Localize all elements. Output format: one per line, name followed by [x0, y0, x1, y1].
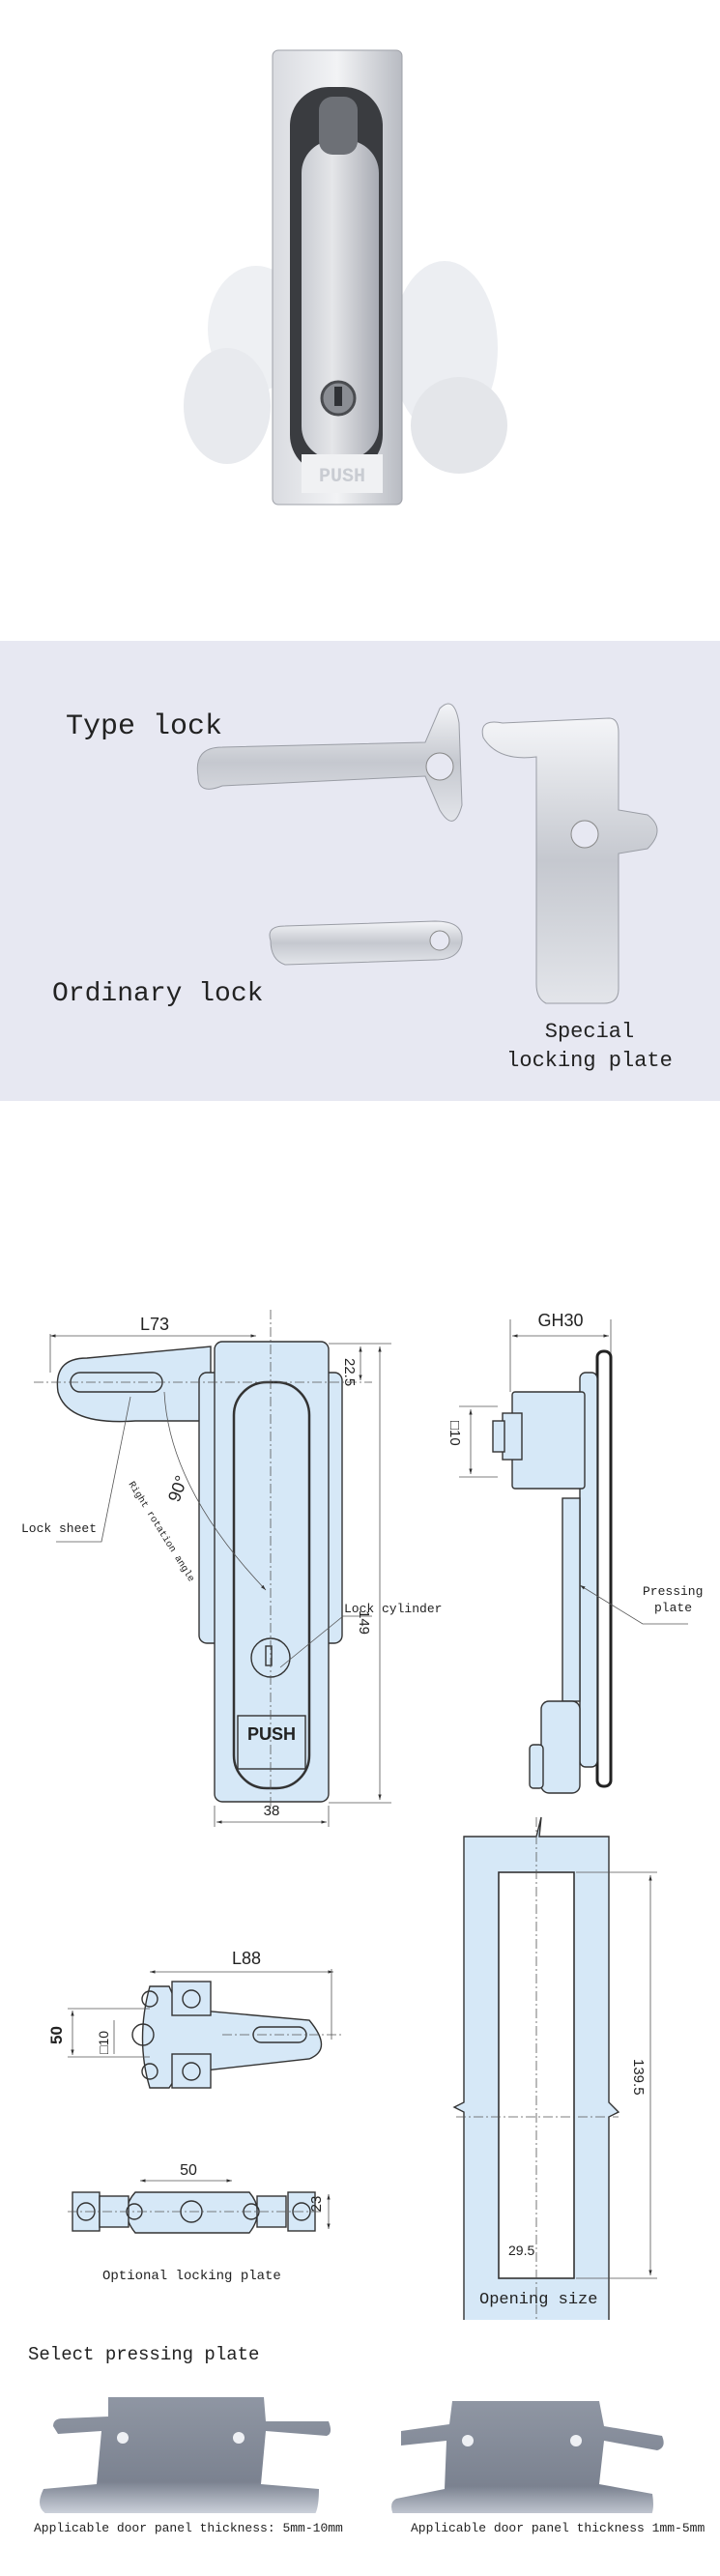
technical-drawings: PUSH L73 22.5 149 38 90° Right rotation …: [21, 1310, 710, 2320]
lock-body: PUSH: [272, 49, 403, 506]
push-drawing-label: PUSH: [247, 1724, 296, 1744]
locking-plate-drawing: L88 50 □10: [47, 1949, 343, 2089]
lock-cylinder-label: Lock cylinder: [344, 1602, 442, 1616]
dimension-29-5: 29.5: [508, 2243, 535, 2258]
lock-types-photo: Type lock Ordinary lock Special locking …: [0, 641, 720, 1101]
side-view-drawing: GH30 □10 Pressing plate: [446, 1311, 710, 1794]
opening-size-drawing: 139.5: [452, 1816, 657, 2320]
pressing-plate-label: Pressing plate: [643, 1584, 710, 1615]
rotation-angle-label: Right rotation angle: [126, 1480, 197, 1584]
pressing-plate-title: Select pressing plate: [28, 2344, 260, 2365]
dimension-22-5: 22.5: [341, 1358, 358, 1386]
pressing-plate-thin: [391, 2401, 664, 2513]
optional-plate-caption: Optional locking plate: [102, 2269, 281, 2284]
lock-sheet-label: Lock sheet: [21, 1521, 97, 1536]
special-plate-label-line2: locking plate: [506, 1049, 673, 1073]
glove: [184, 261, 507, 474]
type-lock-label: Type lock: [66, 710, 223, 743]
special-plate-label: Special locking plate: [488, 1018, 691, 1076]
product-photo: PUSH: [184, 49, 507, 506]
square-10-dimension: □10: [446, 1421, 463, 1446]
dimension-38: 38: [264, 1803, 280, 1819]
l73-dimension: L73: [140, 1315, 169, 1334]
front-view-drawing: PUSH L73 22.5 149 38 90° Right rotation …: [21, 1310, 442, 1827]
ordinary-lock-label: Ordinary lock: [52, 979, 264, 1009]
pressing-plate-images: [40, 2397, 664, 2513]
pressing-plate-caption-2: Applicable door panel thickness 1mm-5mm: [411, 2521, 706, 2535]
lock-parts-illustration: [196, 703, 658, 1004]
special-plate-label-line1: Special: [544, 1020, 635, 1044]
dimension-139-5: 139.5: [630, 2059, 647, 2096]
angle-90-label: 90°: [164, 1473, 191, 1504]
l88-dimension: L88: [232, 1949, 261, 1968]
pressing-plate-thick: [40, 2397, 331, 2513]
push-label: PUSH: [319, 466, 365, 488]
dimension-50-plate: 50: [47, 2026, 66, 2044]
special-locking-plate: [481, 717, 658, 1004]
optional-plate-drawing: 50 23: [68, 2162, 331, 2234]
dimension-23: 23: [308, 2196, 325, 2213]
type-lock-sheet: [196, 703, 463, 822]
gh30-dimension: GH30: [537, 1311, 583, 1330]
pressing-plate-line1: Pressing: [643, 1584, 703, 1599]
dimension-50-optional: 50: [180, 2162, 197, 2179]
opening-size-caption: Opening size: [479, 2291, 598, 2309]
ordinary-lock-plate: [269, 920, 463, 966]
pressing-plate-line2: plate: [654, 1601, 692, 1615]
pressing-plate-caption-1: Applicable door panel thickness: 5mm-10m…: [34, 2521, 343, 2535]
square-10-plate: □10: [96, 2031, 111, 2054]
